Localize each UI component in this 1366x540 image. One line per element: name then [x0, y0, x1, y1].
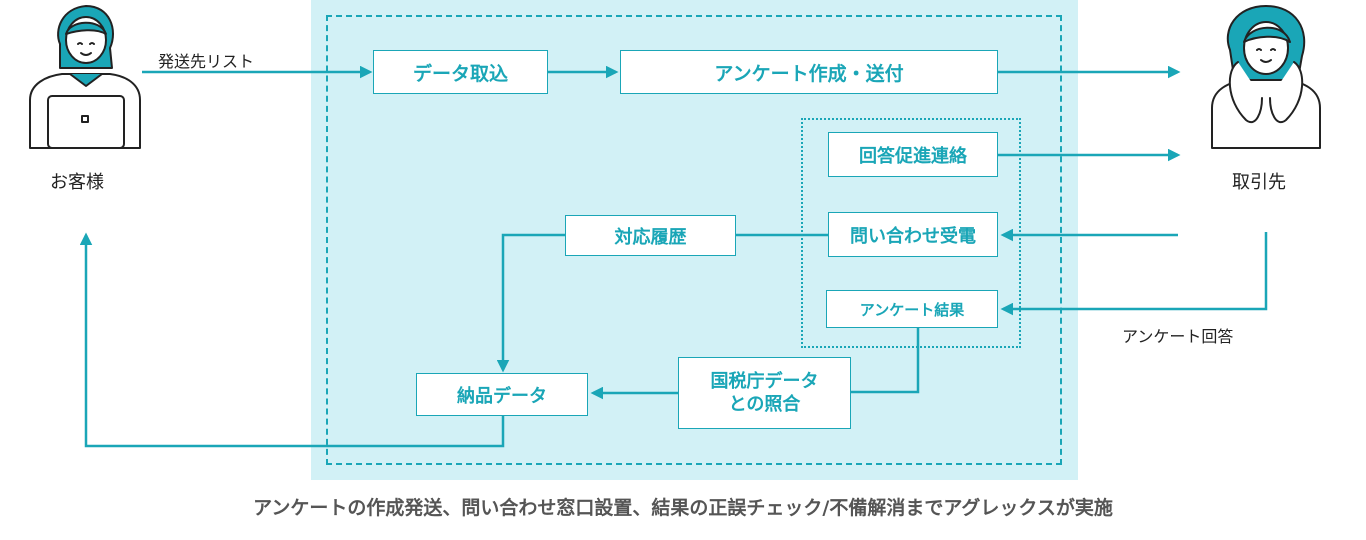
arrow-partner-answer-to-result: [1000, 232, 1268, 316]
diagram-caption: アンケートの作成発送、問い合わせ窓口設置、結果の正誤チェック/不備解消までアグレ…: [253, 497, 1113, 519]
nta-match-box: 国税庁データ との照合: [678, 357, 851, 429]
delivery-data-box: 納品データ: [416, 373, 588, 416]
nta-match-line2: との照合: [728, 394, 801, 415]
nta-match-line1: 国税庁データ: [710, 370, 819, 392]
arrow-delivery-to-customer: [79, 232, 505, 448]
response-history-box: 対応履歴: [565, 215, 736, 256]
line-result-to-nta: [851, 328, 920, 394]
survey-result-box: アンケート結果: [826, 290, 998, 328]
contact-center-dotted-group: [801, 118, 1021, 348]
service-area-dashed-border: [326, 15, 1062, 465]
data-import-box: データ取込: [373, 50, 548, 94]
partner-label: 取引先: [1232, 172, 1286, 193]
customer-person-icon: [29, 5, 141, 149]
inquiry-call-box: 問い合わせ受電: [828, 212, 998, 257]
customer-label: お客様: [50, 172, 104, 193]
partner-person-icon: [1211, 5, 1321, 149]
survey-answer-label: アンケート回答: [1122, 327, 1234, 346]
send-list-label: 発送先リスト: [158, 52, 255, 71]
survey-create-send-box: アンケート作成・送付: [620, 50, 998, 94]
arrow-history-to-delivery: [496, 233, 565, 373]
reminder-box: 回答促進連絡: [828, 132, 998, 177]
